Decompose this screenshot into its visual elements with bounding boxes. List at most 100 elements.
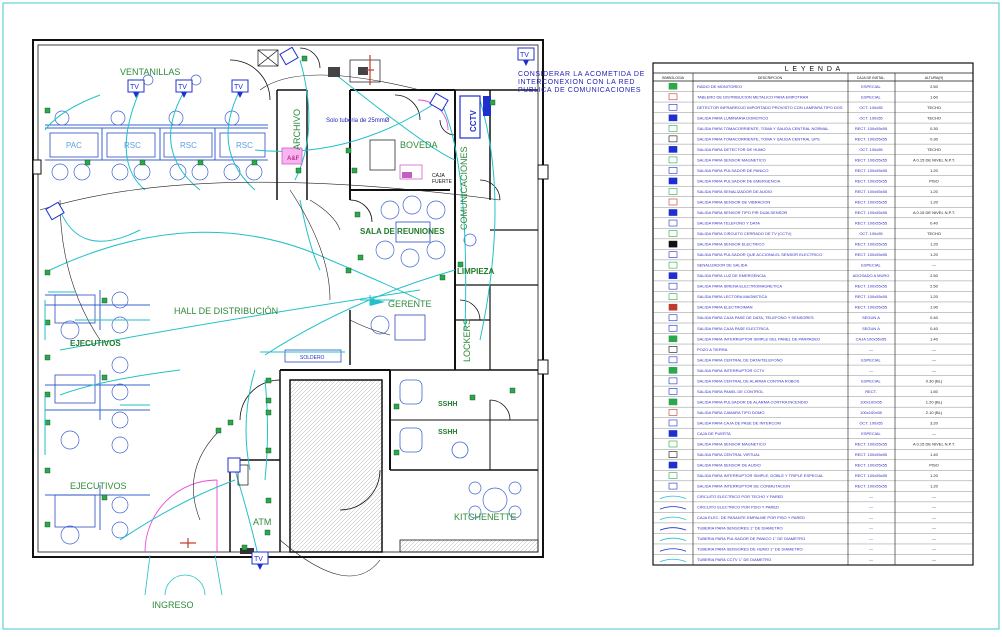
legend-description: TUBERIA PARA CCTV 1" DE DIAMETRO	[697, 557, 771, 562]
legend-height: —	[932, 515, 936, 520]
label-sshh-2: SSHH	[438, 429, 457, 436]
legend-description: TUBERIA PARA PULSADOR DE PANICO 1" DE DI…	[697, 536, 805, 541]
legend-description: SALIDA PARA PULSADOR DE ALARMA CONTRA IN…	[697, 399, 808, 404]
legend-symbol-icon	[668, 451, 678, 458]
label-hall: HALL DE DISTRIBUCIÓN	[174, 306, 278, 316]
legend-box-type: RECT. 100x55x55	[855, 305, 888, 310]
legend-symbol-icon	[668, 472, 678, 479]
legend-symbol-icon	[668, 156, 678, 164]
legend-box-type: ESPECIAL	[861, 84, 881, 89]
tv-rotated	[45, 46, 449, 473]
legend-description: SALIDA PARA LUZ DE EMERGENCIA	[697, 273, 766, 278]
legend-description: TABLERO DE DISTRIBUCION METALICO PARA EM…	[697, 94, 808, 99]
outlet-symbols	[44, 55, 516, 551]
legend-symbol-icon	[668, 93, 678, 101]
label-cctv: CCTV	[469, 110, 478, 132]
legend-symbol-icon	[668, 282, 678, 290]
legend-description: SALIDA PARA CENTRAL DE DATA/TELEFONO	[697, 357, 783, 362]
legend-symbol-icon	[668, 293, 678, 300]
legend-height: 2.50	[930, 284, 939, 289]
legend-box-type: RECT.	[865, 389, 877, 394]
legend-table: L E Y E N D A SIMBOLOGIA DESCRIPCION CAJ…	[652, 62, 974, 566]
legend-description: SALIDA PARA CENTRAL DE ALARMA CONTRA ROB…	[697, 378, 800, 383]
legend-box-type: RECT. 100x55x55	[855, 157, 888, 162]
legend-symbol-icon	[668, 188, 678, 195]
legend-description: SALIDA PARA INTERRUPTOR DE CONMUTACION	[697, 484, 790, 489]
legend-box-type: —	[869, 547, 873, 552]
desks	[49, 132, 426, 528]
legend-symbol-icon	[668, 240, 678, 248]
label-atm: ATM	[253, 517, 271, 527]
legend-description: SALIDA PARA CAMARA TIPO DOMO	[697, 410, 764, 415]
label-ventanillas: VENTANILLAS	[120, 67, 180, 77]
tv-label-1: TV	[130, 84, 139, 91]
label-ingreso: INGRESO	[152, 600, 194, 610]
legend-box-type: —	[869, 526, 873, 531]
legend-box-type: RECT. 100x55x55	[855, 452, 888, 457]
legend-description: SALIDA PARA PULSADOR QUE ACCIONA EL SENS…	[697, 252, 822, 257]
label-soldero: SOLDERO	[300, 355, 325, 361]
legend-symbol-icon	[668, 177, 678, 185]
vault-items	[180, 49, 423, 554]
legend-height: TECHO	[927, 231, 941, 236]
legend-description: SALIDA PARA SENALIZADOR DE AUDIO	[697, 189, 772, 194]
legend-box-type: RECT. 100x55x55	[855, 242, 888, 247]
legend-height: 2.50	[930, 84, 939, 89]
legend-height: 2.50	[930, 273, 939, 278]
legend-height: 1.20	[930, 473, 939, 478]
label-tuberia: Solo tuberia de 25mmØ	[326, 118, 390, 124]
arrow-symbol	[370, 298, 385, 306]
legend-description: SALIDA PARA TOMACORRIENTE, TOMA Y SALIDA…	[697, 126, 829, 131]
legend-height: 0.40	[930, 221, 939, 226]
legend-symbol-icon	[668, 219, 678, 227]
legend-box-type: RECT. 100x55x55	[855, 136, 888, 141]
legend-box-type: —	[869, 515, 873, 520]
kitchen-counter	[399, 539, 539, 553]
label-limpieza: LIMPIEZA	[457, 267, 495, 276]
tv-symbols	[127, 47, 535, 565]
legend-height: 1.20	[930, 200, 939, 205]
legend-box-type: 100x100x55	[860, 410, 883, 415]
legend-box-type: ESPECIAL	[861, 94, 881, 99]
legend-description: SALIDA PARA CAJA DE PASE DE INTERCOM	[697, 420, 781, 425]
legend-box-type: —	[869, 536, 873, 541]
legend-symbol-icon	[668, 251, 678, 258]
label-gerente: GERENTE	[388, 299, 432, 309]
legend-description: SALIDA PARA PANEL DE CONTROL	[697, 389, 764, 394]
legend-box-type: —	[869, 557, 873, 562]
label-pac: PAC	[66, 141, 82, 150]
legend-box-type: RECT. 100x55x55	[855, 126, 888, 131]
legend-symbol-icon	[668, 324, 678, 332]
legend-box-type: SEGUN A	[862, 326, 880, 331]
legend-symbol-icon	[668, 146, 678, 153]
label-lockers: LOCKERS	[462, 319, 472, 362]
legend-symbol-icon	[668, 272, 678, 279]
legend-box-type: CAJA 100x55x55	[856, 336, 887, 341]
legend-height: —	[932, 357, 936, 362]
legend-description: SALIDA PARA SENSOR MAGNETICO	[697, 442, 766, 447]
legend-description: SENALIZADOR DE SALIDA	[697, 263, 748, 268]
label-rsc-2: RSC	[180, 141, 197, 150]
cyan-details	[44, 291, 395, 455]
legend-symbol-icon	[668, 209, 678, 216]
legend-height: 0.40	[930, 326, 939, 331]
legend-box-type: ESPECIAL	[861, 378, 881, 383]
label-kitchenette: KITCHENETTE	[454, 512, 517, 522]
legend-box-type: OCT. 100x55	[859, 147, 883, 152]
legend-height: —	[932, 263, 936, 268]
legend-header-box: CAJA DE INSTAL.	[857, 76, 886, 80]
legend-height: 1.20	[930, 189, 939, 194]
legend-box-type: OCT. 100x55	[859, 420, 883, 425]
meeting-table	[395, 221, 431, 243]
legend-box-type: ESPECIAL	[861, 431, 881, 436]
label-considerar-1: CONSIDERAR LA ACOMETIDA DE	[518, 71, 645, 78]
legend-height: —	[932, 431, 936, 436]
legend-symbol-icon	[668, 230, 678, 237]
legend-height: 1.60	[930, 94, 939, 99]
legend-description: CAJA ELEC. DE PASANTE EMPALME POR PISO Y…	[697, 515, 805, 520]
legend-description: SALIDA PARA SENSOR MAGNETICO	[697, 157, 766, 162]
legend-description: POZO A TIERRA	[697, 347, 728, 352]
legend-symbol-icon	[668, 409, 678, 416]
tv-triangles	[133, 60, 529, 570]
